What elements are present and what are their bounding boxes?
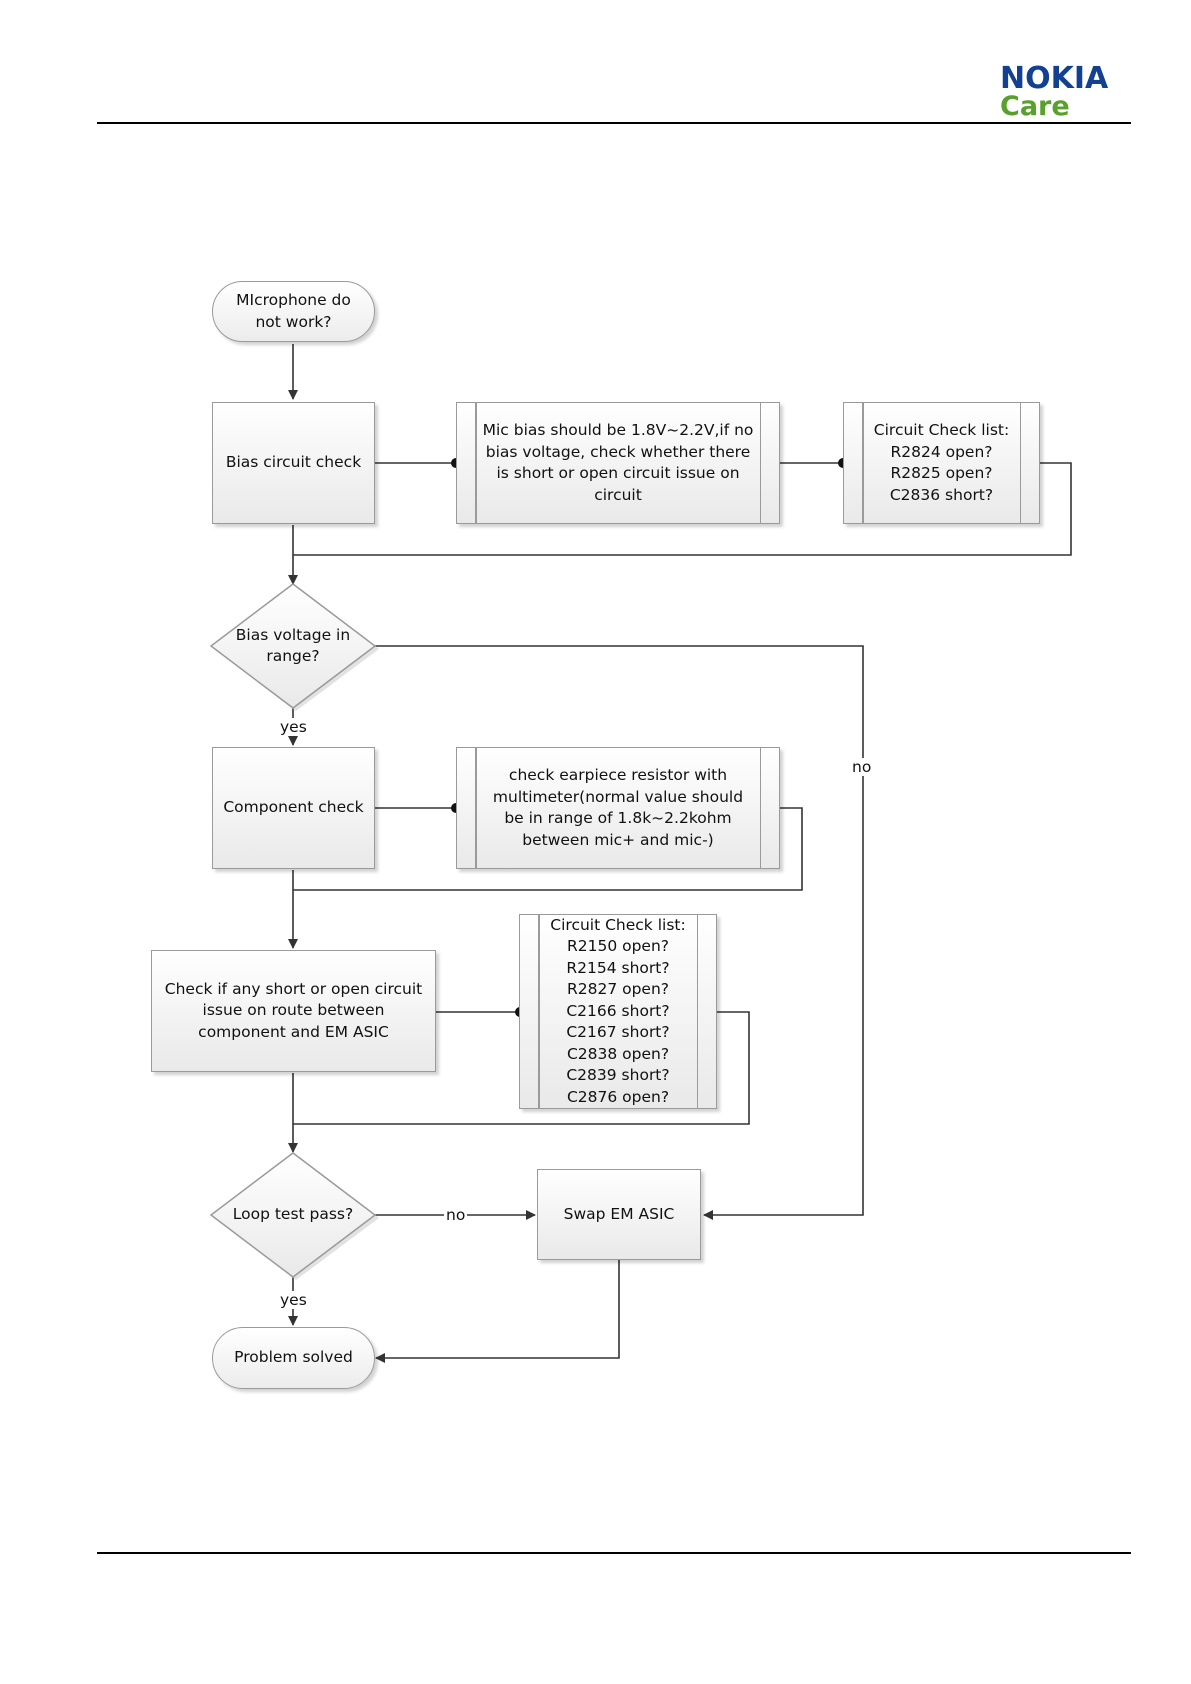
header-rule bbox=[97, 122, 1131, 124]
start-label: MIcrophone do not work? bbox=[236, 291, 351, 331]
bias-list-line: R2824 open? bbox=[890, 442, 993, 461]
edge-earpiece-return bbox=[293, 807, 803, 891]
logo-brand: NOKIA bbox=[1000, 61, 1109, 96]
edge-label-bias-no: no bbox=[850, 758, 874, 776]
footer-rule bbox=[97, 1552, 1131, 1554]
end-label: Problem solved bbox=[234, 1348, 353, 1367]
bias-list-line: Circuit Check list: bbox=[873, 421, 1010, 439]
bias-decision-label-box: Bias voltage in range? bbox=[226, 620, 360, 672]
route-list-line: C2839 short? bbox=[566, 1066, 670, 1085]
route-check-box: Check if any short or open circuit issue… bbox=[151, 950, 436, 1072]
route-list-line: Circuit Check list: bbox=[550, 915, 686, 934]
nokia-care-logo: NOKIA Care bbox=[1000, 62, 1132, 124]
edge-list-return bbox=[293, 462, 1072, 556]
edge-label-bias-yes: yes bbox=[278, 718, 309, 736]
route-list-line: C2876 open? bbox=[566, 1087, 670, 1106]
route-list-line: C2167 short? bbox=[566, 1023, 670, 1042]
earpiece-note-label: check earpiece resistor with multimeter(… bbox=[492, 766, 744, 849]
mic-bias-note-label: Mic bias should be 1.8V~2.2V,if no bias … bbox=[482, 421, 754, 504]
bias-list-line: C2836 short? bbox=[889, 485, 994, 504]
route-circuit-list-box: Circuit Check list: R2150 open? R2154 sh… bbox=[519, 914, 717, 1109]
logo-brand-sub: Care bbox=[1000, 91, 1070, 122]
bias-circuit-check-label: Bias circuit check bbox=[225, 453, 362, 472]
route-list-line: C2838 open? bbox=[566, 1044, 670, 1063]
route-list-line: C2166 short? bbox=[566, 1001, 670, 1020]
edge-label-loop-no: no bbox=[444, 1206, 468, 1224]
start-terminal: MIcrophone do not work? bbox=[212, 281, 375, 342]
bias-list-line: R2825 open? bbox=[890, 464, 993, 482]
route-list-line: R2150 open? bbox=[566, 937, 670, 956]
earpiece-note-box: check earpiece resistor with multimeter(… bbox=[456, 747, 780, 869]
route-list-line: R2827 open? bbox=[566, 980, 670, 999]
edge-swap-to-end bbox=[375, 1260, 620, 1363]
bias-decision-label: Bias voltage in range? bbox=[235, 625, 351, 666]
edge-label-loop-yes: yes bbox=[278, 1291, 309, 1309]
component-check-box: Component check bbox=[212, 747, 375, 869]
end-terminal: Problem solved bbox=[212, 1327, 375, 1389]
loop-decision-diamond bbox=[209, 1152, 377, 1278]
bias-circuit-list-box: Circuit Check list: R2824 open? R2825 op… bbox=[843, 402, 1040, 524]
bias-circuit-check-box: Bias circuit check bbox=[212, 402, 375, 524]
mic-bias-note-box: Mic bias should be 1.8V~2.2V,if no bias … bbox=[456, 402, 780, 524]
route-check-label: Check if any short or open circuit issue… bbox=[164, 979, 423, 1041]
component-check-label: Component check bbox=[223, 798, 364, 817]
bias-decision-diamond bbox=[209, 583, 377, 709]
route-list-line: R2154 short? bbox=[566, 958, 670, 977]
swap-em-asic-label: Swap EM ASIC bbox=[563, 1204, 675, 1223]
swap-em-asic-box: Swap EM ASIC bbox=[537, 1169, 701, 1260]
edge-decision-no bbox=[375, 645, 864, 1220]
loop-decision-label-box: Loop test pass? bbox=[222, 1200, 364, 1230]
edge-route-list-return bbox=[293, 1011, 750, 1125]
loop-decision-label: Loop test pass? bbox=[232, 1205, 354, 1224]
